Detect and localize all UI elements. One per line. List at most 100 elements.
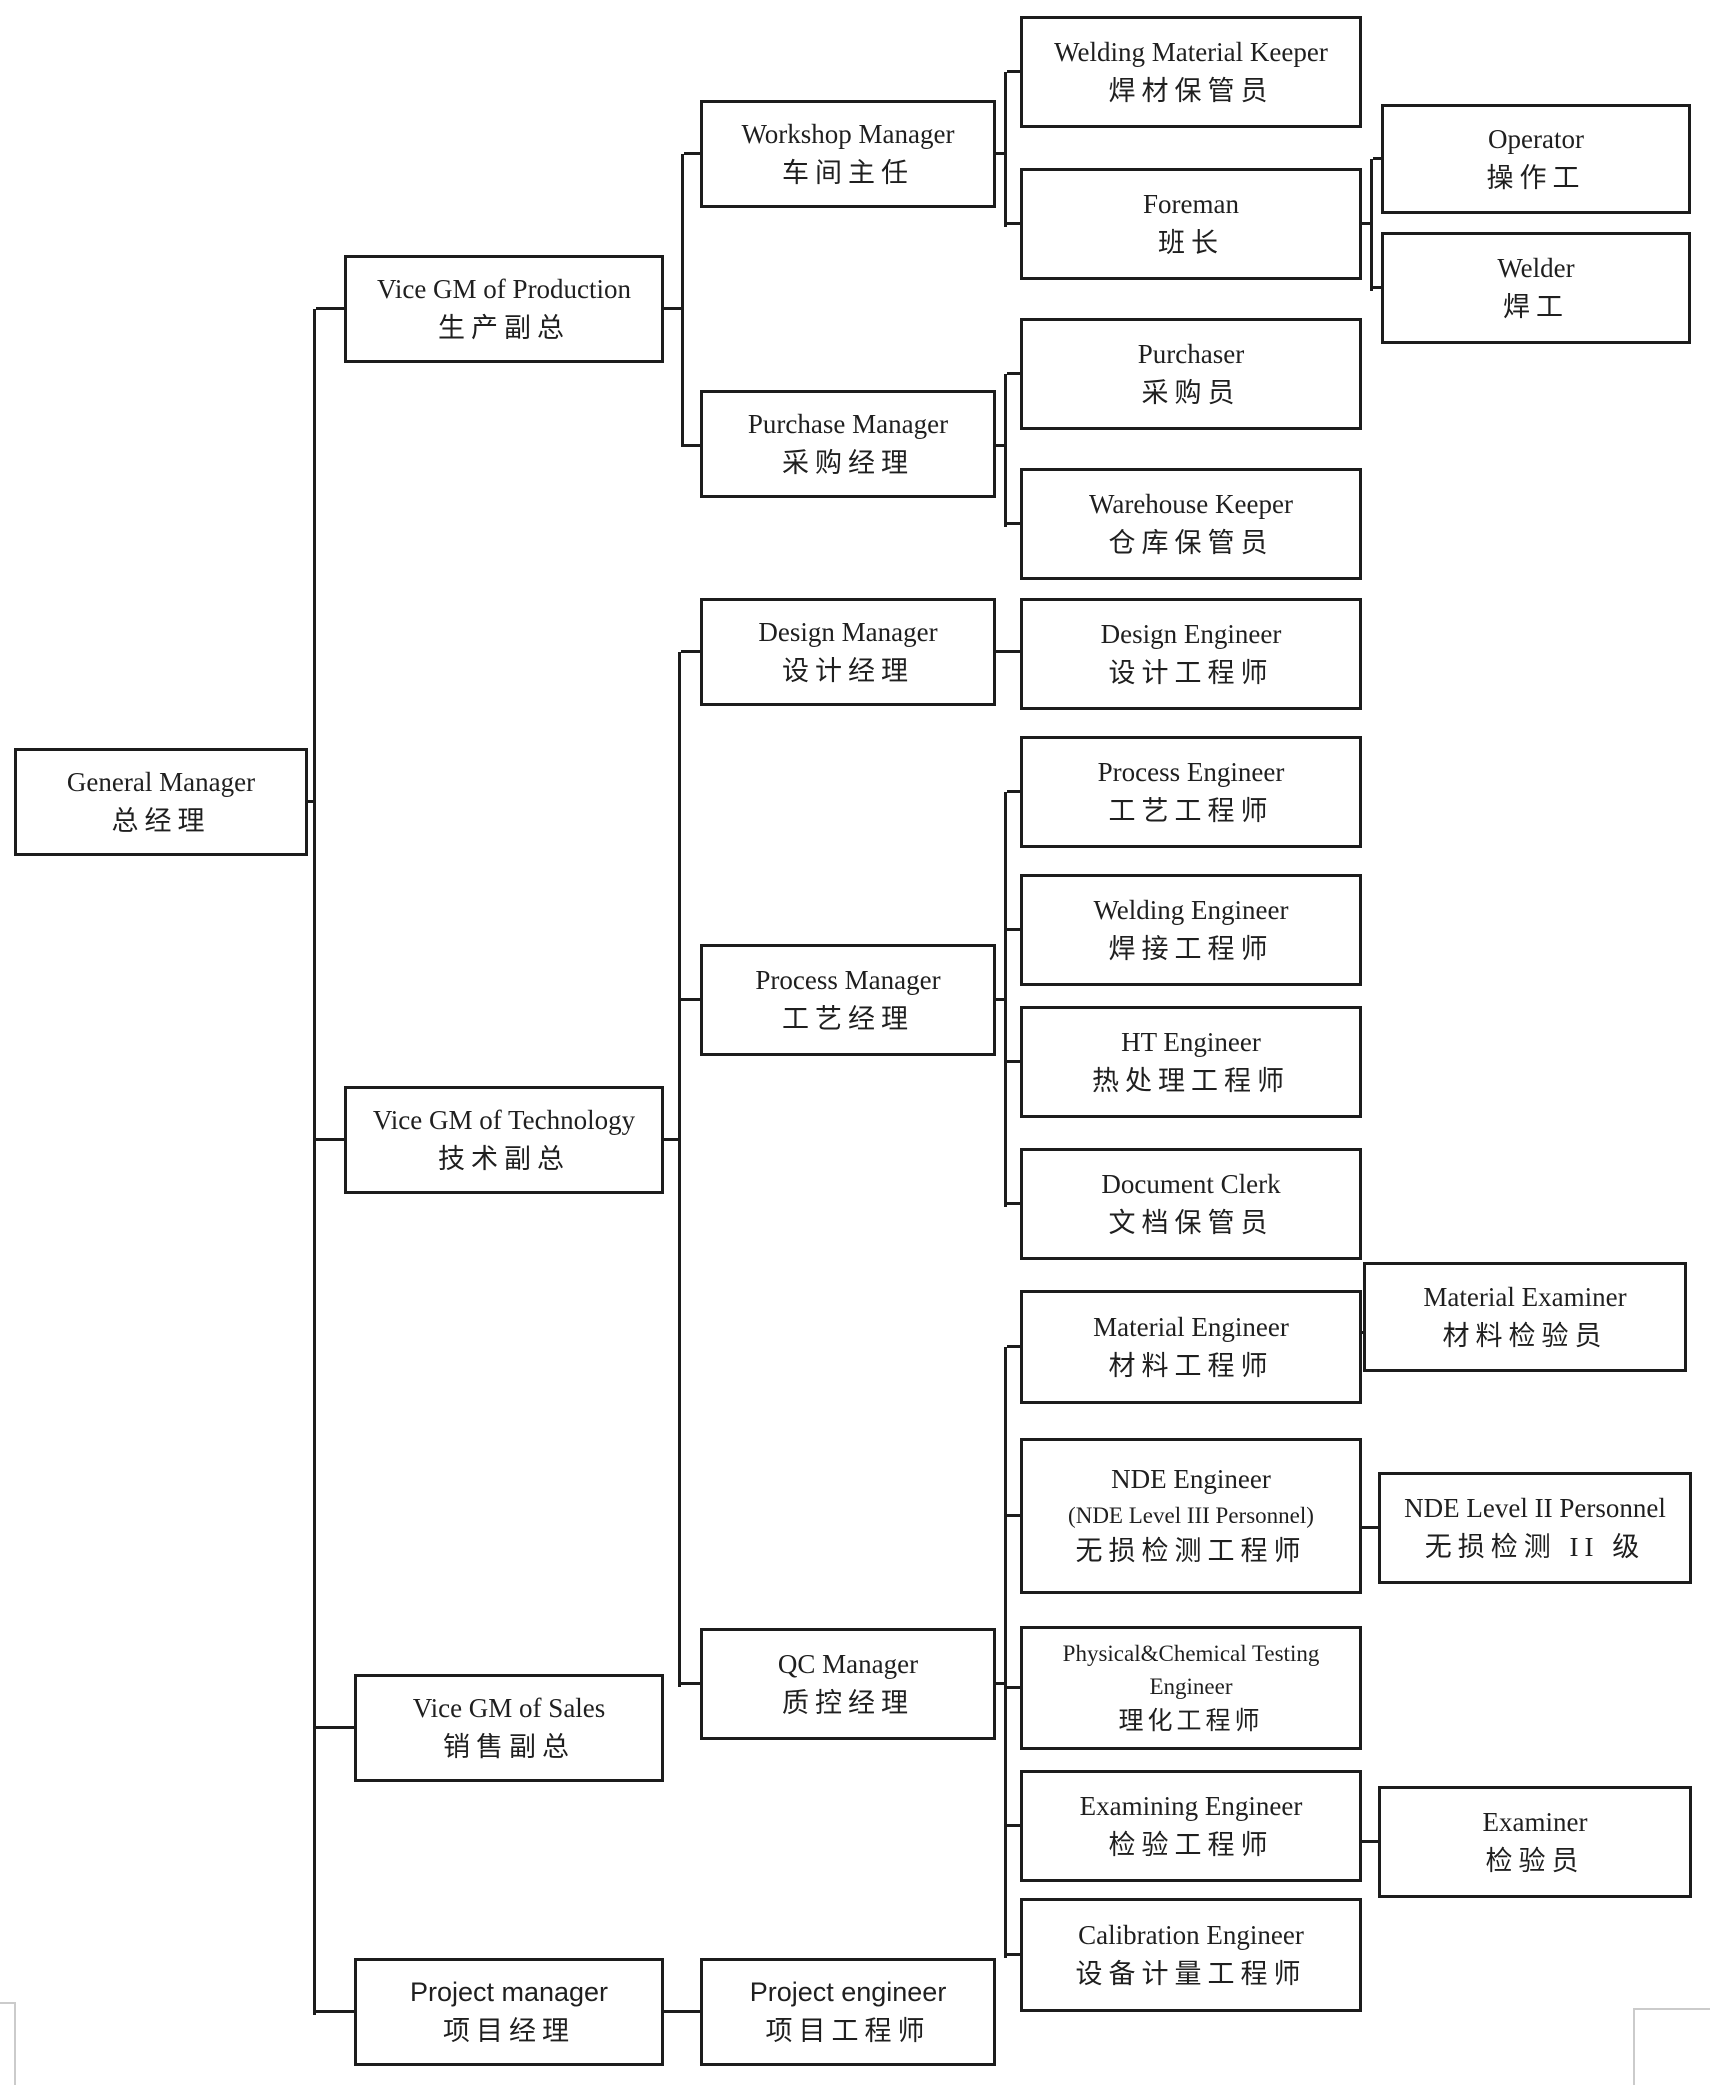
material-engineer-label-zh: 材料工程师	[1108, 1350, 1274, 1381]
connector-line	[316, 2010, 354, 2013]
nde-engineer-label-zh: 无损检测工程师	[1075, 1536, 1307, 1567]
material-examiner-label-en: Material Examiner	[1423, 1281, 1627, 1312]
org-box-vgm-sales: Vice GM of Sales 销售副总	[354, 1674, 664, 1782]
process-engineer-label-en: Process Engineer	[1097, 756, 1285, 787]
vgm-sales-label-en: Vice GM of Sales	[412, 1692, 606, 1723]
ht-engineer-label-en: HT Engineer	[1121, 1026, 1261, 1057]
operator-label-en: Operator	[1488, 123, 1584, 154]
foreman-label-zh: 班长	[1158, 227, 1224, 258]
connector-line	[1007, 1824, 1020, 1827]
page-corner-mark	[14, 2002, 16, 2085]
nde-engineer-label-sub-en: (NDE Level III Personnel)	[1068, 1502, 1314, 1528]
org-box-vgm-production: Vice GM of Production 生产副总	[344, 255, 664, 363]
connector-line	[1007, 70, 1020, 73]
welding-material-keeper-label-en: Welding Material Keeper	[1054, 36, 1328, 67]
nde-engineer-label-en: NDE Engineer	[1111, 1464, 1271, 1495]
connector-line	[1362, 1840, 1378, 1843]
workshop-manager-label-zh: 车间主任	[782, 157, 914, 188]
design-manager-label-en: Design Manager	[758, 616, 938, 647]
connector-line	[316, 307, 344, 310]
calibration-engineer-label-zh: 设备计量工程师	[1075, 1958, 1307, 1989]
connector-line	[316, 1726, 354, 1729]
org-box-welding-engineer: Welding Engineer 焊接工程师	[1020, 874, 1362, 986]
document-clerk-label-zh: 文档保管员	[1108, 1207, 1274, 1238]
connector-line	[313, 309, 316, 2015]
design-engineer-label-en: Design Engineer	[1100, 618, 1282, 649]
connector-line	[664, 1138, 678, 1141]
purchase-manager-label-en: Purchase Manager	[747, 408, 949, 439]
connector-line	[678, 652, 681, 1687]
project-engineer-label-zh: 项目工程师	[765, 2015, 931, 2046]
page-corner-mark	[0, 2002, 16, 2004]
project-manager-label-en: Project manager	[409, 1976, 609, 2007]
ht-engineer-label-zh: 热处理工程师	[1092, 1065, 1290, 1096]
pc-testing-engineer-label-zh: 理化工程师	[1118, 1707, 1264, 1735]
pc-testing-engineer-label-en: Physical&Chemical Testing	[1062, 1640, 1320, 1666]
connector-line	[1007, 1345, 1020, 1348]
vgm-sales-label-zh: 销售副总	[443, 1731, 575, 1762]
warehouse-keeper-label-zh: 仓库保管员	[1108, 527, 1274, 558]
design-manager-label-zh: 设计经理	[782, 655, 914, 686]
examining-engineer-label-zh: 检验工程师	[1108, 1829, 1274, 1860]
general-manager-label-zh: 总经理	[111, 805, 211, 836]
connector-line	[1004, 374, 1007, 527]
welding-engineer-label-en: Welding Engineer	[1093, 894, 1289, 925]
org-box-calibration-engineer: Calibration Engineer 设备计量工程师	[1020, 1898, 1362, 2012]
nde-level2-label-en: NDE Level II Personnel	[1404, 1492, 1666, 1523]
org-box-project-engineer: Project engineer 项目工程师	[700, 1958, 996, 2066]
org-box-examining-engineer: Examining Engineer 检验工程师	[1020, 1770, 1362, 1882]
examiner-label-en: Examiner	[1482, 1806, 1588, 1837]
project-manager-label-zh: 项目经理	[443, 2015, 575, 2046]
connector-line	[1007, 1060, 1020, 1063]
process-engineer-label-zh: 工艺工程师	[1108, 795, 1274, 826]
connector-line	[1373, 157, 1381, 160]
org-box-workshop-manager: Workshop Manager 车间主任	[700, 100, 996, 208]
examining-engineer-label-en: Examining Engineer	[1079, 1790, 1303, 1821]
connector-line	[1007, 1686, 1020, 1689]
connector-line	[1362, 222, 1370, 225]
workshop-manager-label-en: Workshop Manager	[741, 118, 955, 149]
vgm-production-label-en: Vice GM of Production	[376, 273, 632, 304]
nde-level2-label-zh: 无损检测 II 级	[1424, 1531, 1646, 1562]
connector-line	[1370, 159, 1373, 291]
foreman-label-en: Foreman	[1143, 188, 1239, 219]
connector-line	[1373, 286, 1381, 289]
connector-line	[681, 154, 684, 447]
connector-line	[1007, 1202, 1020, 1205]
connector-line	[996, 1682, 1004, 1685]
connector-line	[996, 152, 1004, 155]
welding-material-keeper-label-zh: 焊材保管员	[1108, 75, 1274, 106]
connector-line	[664, 2010, 700, 2013]
org-box-document-clerk: Document Clerk 文档保管员	[1020, 1148, 1362, 1260]
vgm-technology-label-zh: 技术副总	[438, 1143, 570, 1174]
org-box-ht-engineer: HT Engineer 热处理工程师	[1020, 1006, 1362, 1118]
page-corner-mark	[1633, 2008, 1635, 2085]
process-manager-label-en: Process Manager	[755, 964, 941, 995]
org-box-nde-level2: NDE Level II Personnel 无损检测 II 级	[1378, 1472, 1692, 1584]
connector-line	[1007, 928, 1020, 931]
vgm-production-label-zh: 生产副总	[438, 312, 570, 343]
connector-line	[1004, 1347, 1007, 1958]
design-engineer-label-zh: 设计工程师	[1108, 657, 1274, 688]
welding-engineer-label-zh: 焊接工程师	[1108, 933, 1274, 964]
page-corner-mark	[1633, 2008, 1710, 2010]
project-engineer-label-en: Project engineer	[749, 1976, 947, 2007]
org-box-process-engineer: Process Engineer 工艺工程师	[1020, 736, 1362, 848]
connector-line	[1007, 1514, 1020, 1517]
connector-line	[1004, 72, 1007, 227]
connector-line	[1358, 1331, 1366, 1334]
org-box-foreman: Foreman 班长	[1020, 168, 1362, 280]
calibration-engineer-label-en: Calibration Engineer	[1078, 1919, 1304, 1950]
connector-line	[681, 998, 700, 1001]
connector-line	[996, 998, 1004, 1001]
document-clerk-label-en: Document Clerk	[1101, 1168, 1281, 1199]
